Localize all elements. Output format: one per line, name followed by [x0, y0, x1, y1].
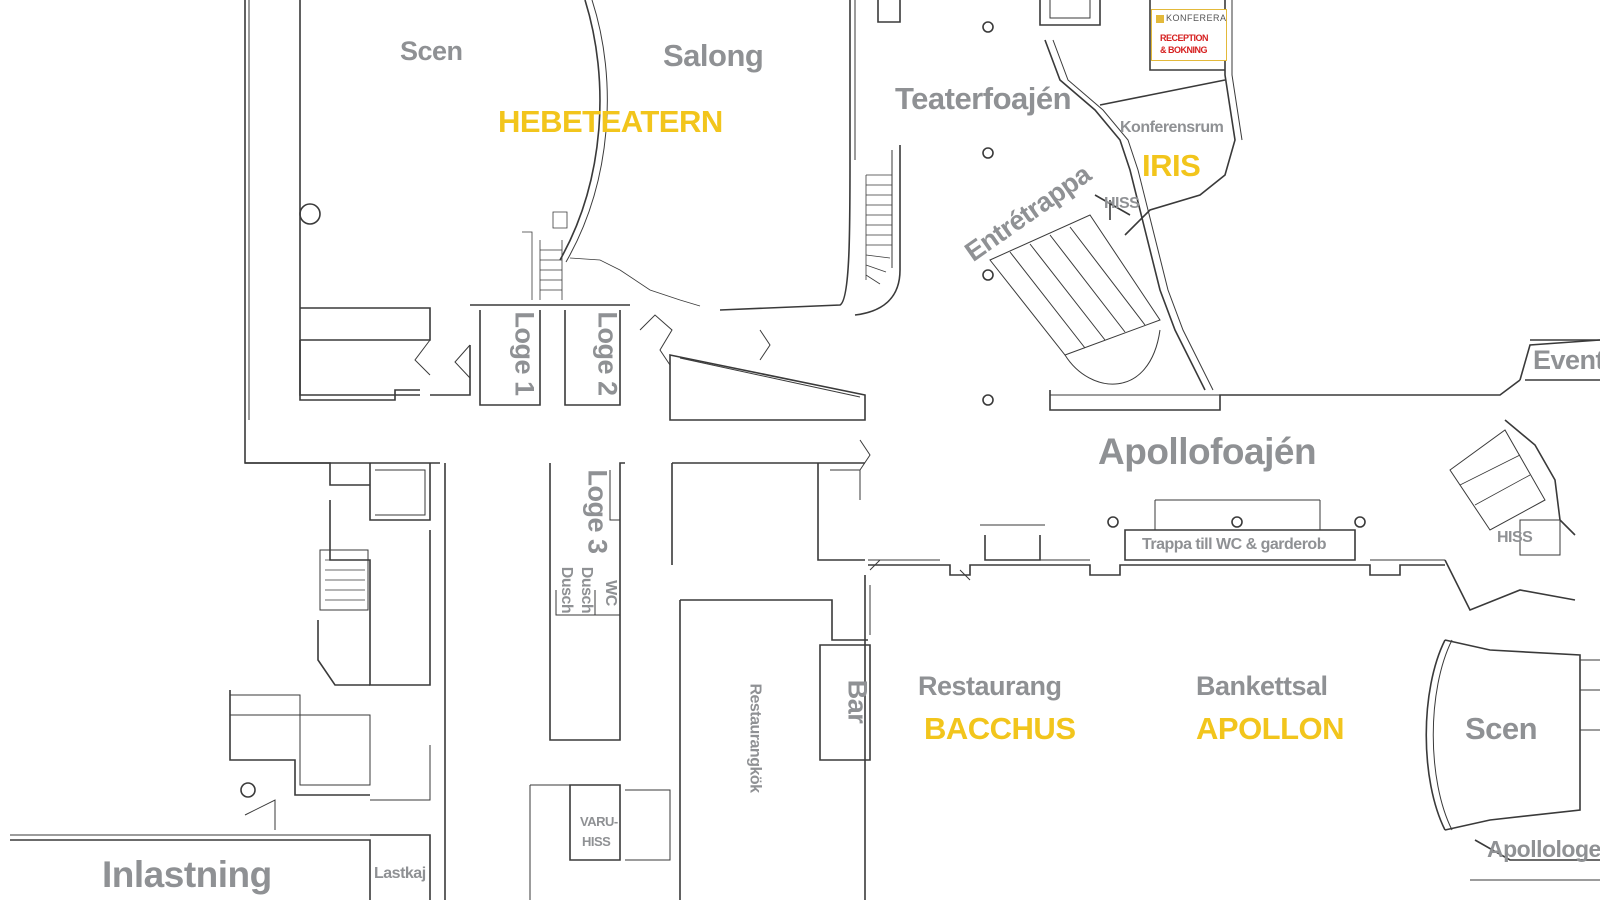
label-hiss-iris: HISS: [1104, 195, 1140, 212]
label-teaterfoajen: Teaterfoajén: [895, 81, 1072, 116]
label-inlastning: Inlastning: [102, 854, 272, 895]
service-walls: [10, 462, 871, 900]
label-scen-apollon: Scen: [1465, 711, 1538, 746]
label-loge-1: Loge 1: [509, 311, 540, 396]
label-varuhiss-line1: VARU-: [580, 814, 618, 829]
label-dusch-2: Dusch: [578, 566, 596, 614]
label-restaurangkok: Restaurangkök: [746, 683, 764, 793]
label-lastkaj: Lastkaj: [374, 865, 426, 882]
sign-line-2: & BOKNING: [1160, 45, 1208, 55]
label-loge-2: Loge 2: [592, 311, 623, 396]
label-trappa-till-wc-garderob: Trappa till WC & garderob: [1142, 536, 1326, 553]
label-bar: Bar: [842, 679, 873, 724]
label-scen-hebeteatern: Scen: [400, 36, 463, 66]
label-dusch-1: Dusch: [558, 566, 576, 614]
label-restaurang: Restaurang: [918, 671, 1062, 701]
label-wc: WC: [601, 580, 619, 606]
apollon-scen-walls: [1425, 559, 1600, 881]
label-konferensrum: Konferensrum: [1120, 119, 1224, 136]
label-event: Event: [1533, 345, 1600, 375]
label-varuhiss-line2: HISS: [582, 834, 611, 849]
label-apollofoajen: Apollofoajén: [1098, 431, 1317, 472]
label-apollologen: Apollologen: [1487, 836, 1600, 862]
label-apollon: APOLLON: [1196, 711, 1345, 746]
label-hebeteatern: HEBETEATERN: [498, 104, 723, 139]
label-salong: Salong: [663, 38, 764, 73]
label-iris: IRIS: [1142, 148, 1201, 183]
konferera-logo-icon: [1156, 15, 1164, 23]
label-hiss-east: HISS: [1497, 529, 1533, 546]
sign-brand: KONFERERA: [1166, 13, 1227, 23]
label-bacchus: BACCHUS: [924, 711, 1076, 746]
label-bankettsal: Bankettsal: [1196, 671, 1328, 701]
label-loge-3: Loge 3: [582, 469, 613, 554]
reception-sign: KONFERERA RECEPTION & BOKNING: [1151, 9, 1227, 61]
hebeteatern-walls: [244, 0, 901, 464]
sign-line-1: RECEPTION: [1160, 33, 1209, 43]
apollofoajen-walls: [859, 339, 1600, 581]
iris-walls: [982, 0, 1243, 406]
